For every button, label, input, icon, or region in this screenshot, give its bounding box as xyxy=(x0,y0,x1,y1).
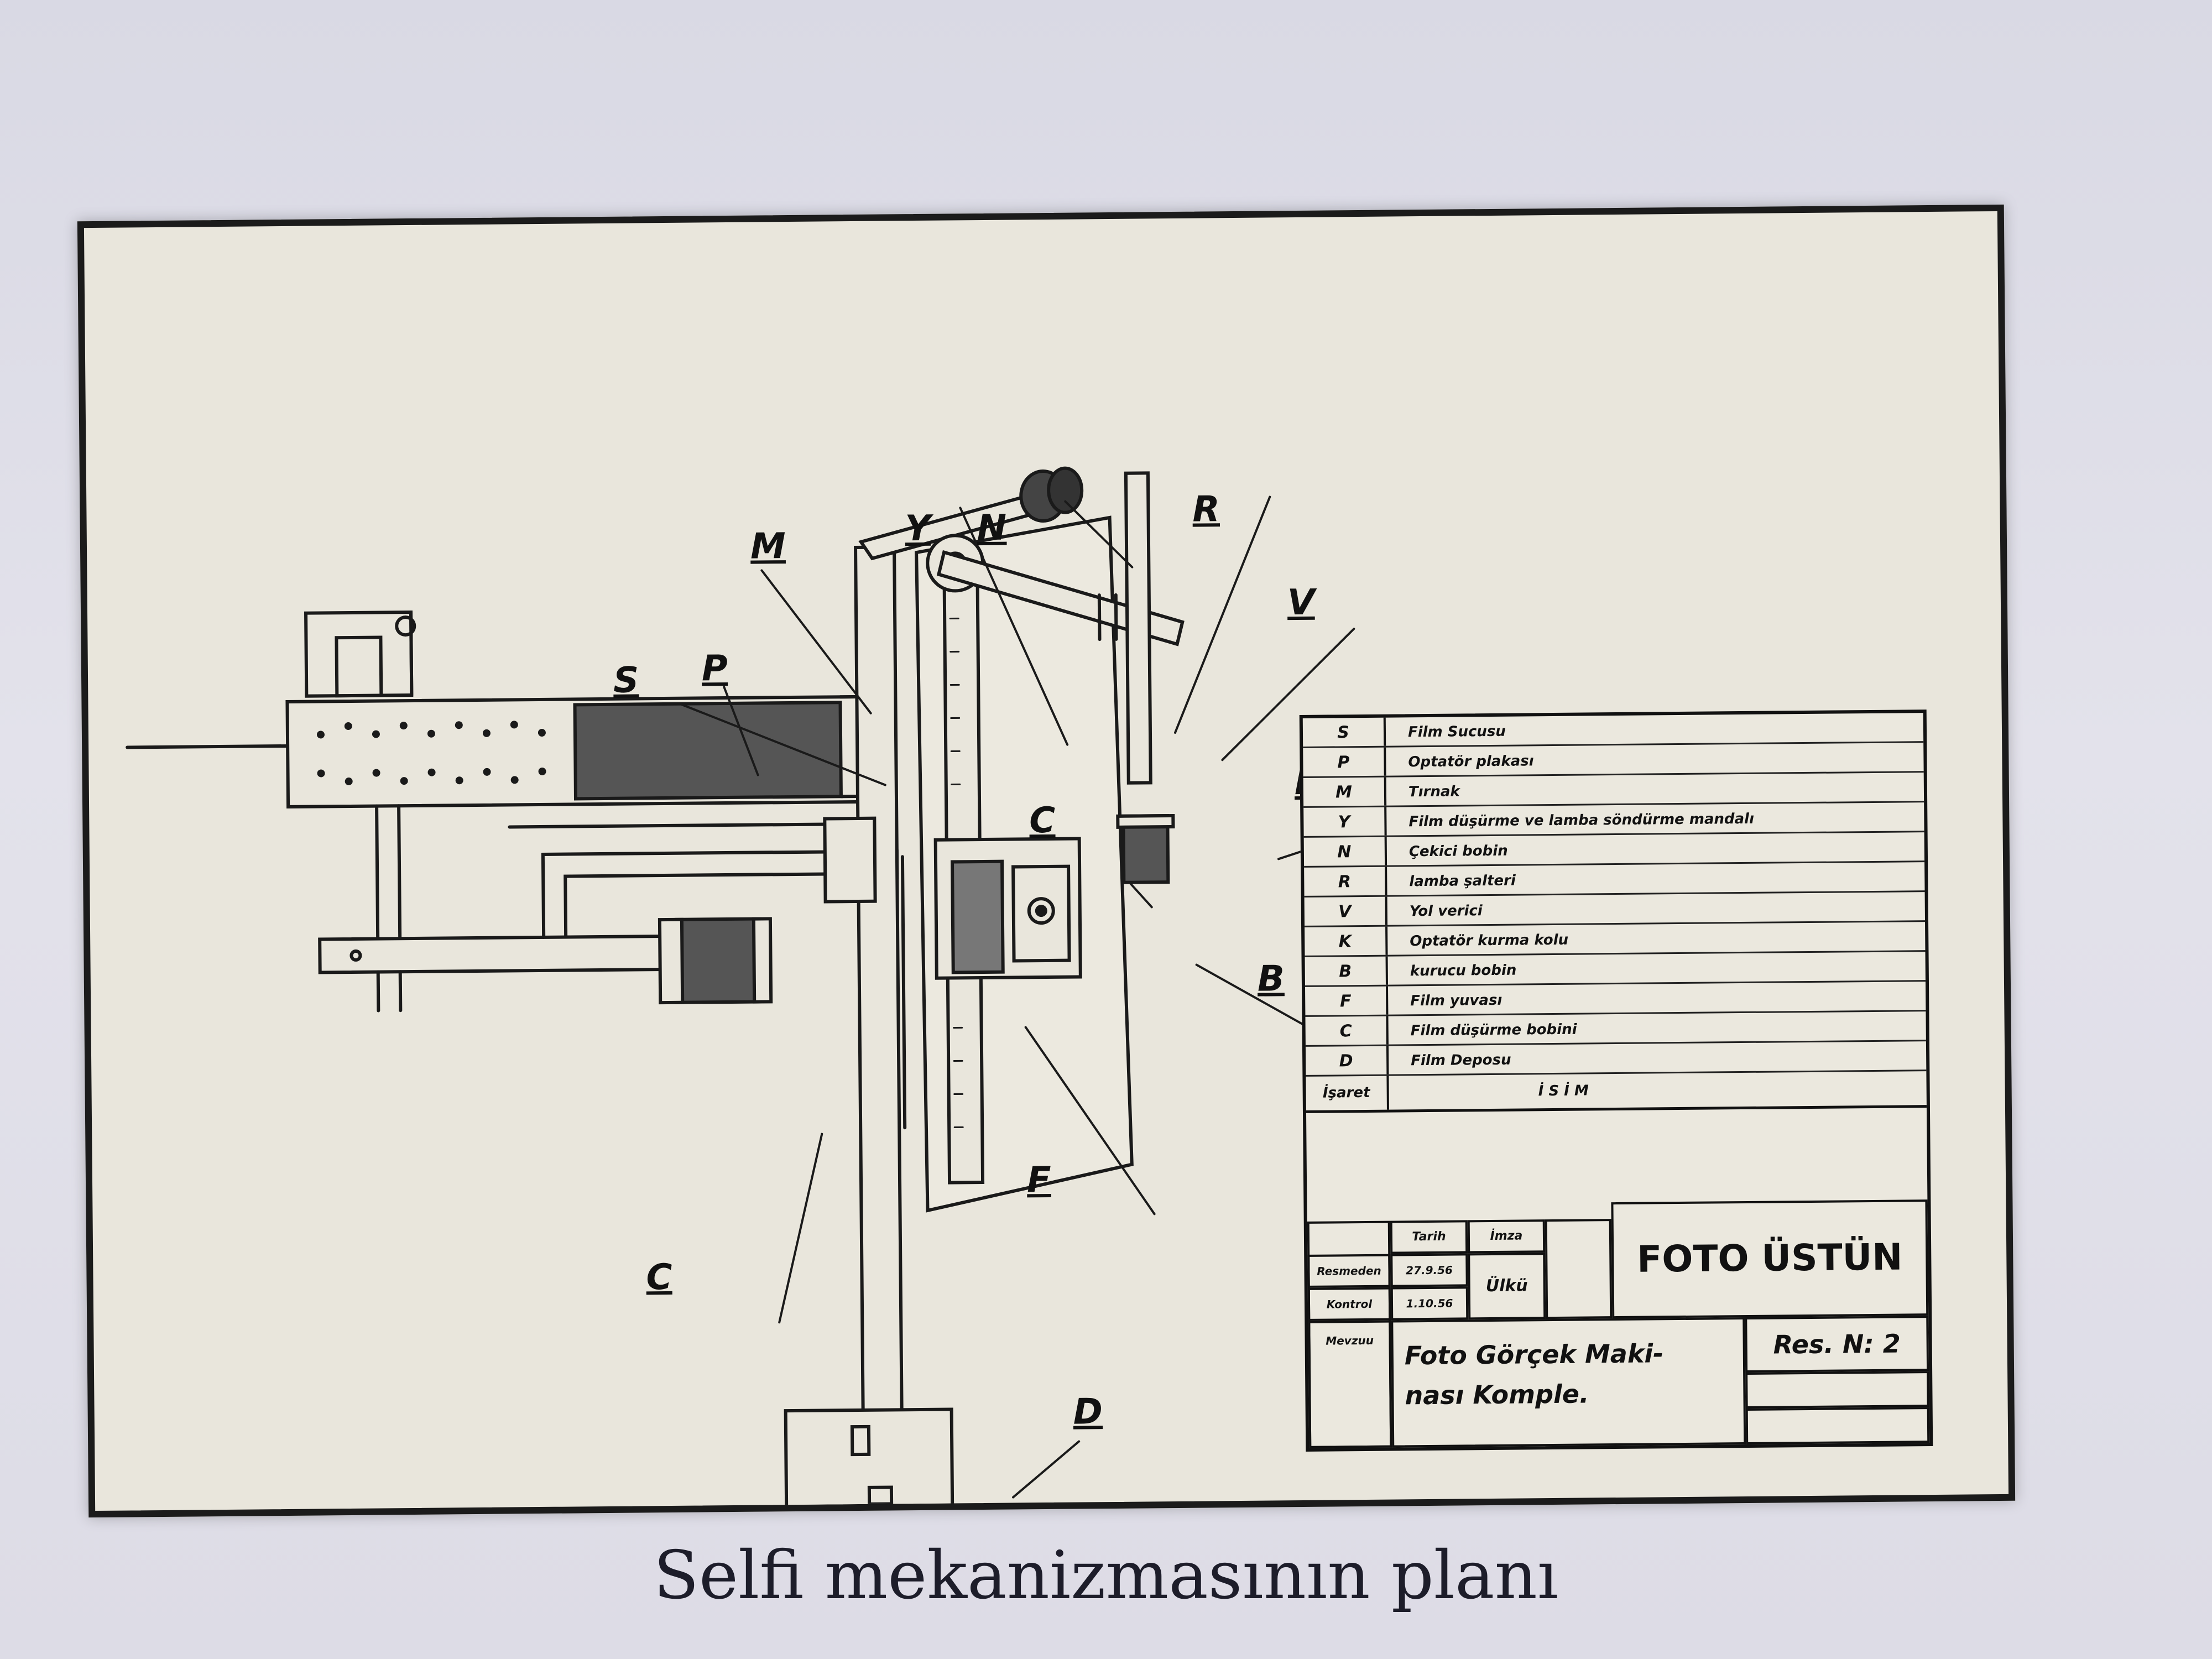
label-n: N xyxy=(977,507,1007,549)
tb-col-sign-text: İmza xyxy=(1490,1229,1523,1244)
tb-subject-label: Mevzuu xyxy=(1308,1320,1392,1448)
legend-row: V Yol verici xyxy=(1304,892,1926,927)
tb-drawing-no-text: Res. N: 2 xyxy=(1773,1328,1901,1360)
legend-desc: Optatör kurma kolu xyxy=(1410,931,1569,950)
legend-row: M Tırnak xyxy=(1303,773,1924,808)
legend-row: N Çekici bobin xyxy=(1303,832,1925,868)
drop-bobbin xyxy=(674,917,762,1004)
legend-row: D Film Deposu xyxy=(1305,1041,1927,1077)
tb-row-drawn: Resmeden xyxy=(1307,1254,1391,1288)
legend-desc: Film düşürme ve lamba söndürme mandalı xyxy=(1408,810,1755,831)
spring-coils xyxy=(316,721,546,786)
label-f: F xyxy=(1026,1159,1052,1201)
tb-subject: Foto Görçek Maki- nası Komple. xyxy=(1391,1317,1746,1448)
legend-code: V xyxy=(1304,896,1388,926)
legend-desc: Film düşürme bobini xyxy=(1410,1021,1577,1040)
label-s: S xyxy=(613,660,639,701)
legend-desc: Yol verici xyxy=(1409,902,1483,920)
legend-row: C Film düşürme bobini xyxy=(1305,1011,1926,1047)
tb-col-date: Tarih xyxy=(1390,1220,1468,1254)
tb-col-sign: İmza xyxy=(1467,1219,1546,1254)
label-c-top: C xyxy=(1029,800,1056,842)
legend-desc: Film yuvası xyxy=(1410,992,1503,1010)
legend-code: P xyxy=(1303,747,1386,776)
legend-code: N xyxy=(1303,837,1387,866)
mechanism-drawing xyxy=(126,466,1418,1511)
tb-date-drawn-text: 27.9.56 xyxy=(1405,1263,1453,1277)
tb-empty-2 xyxy=(1745,1407,1930,1444)
label-d: D xyxy=(1073,1391,1103,1433)
legend-desc: Film Sucusu xyxy=(1407,723,1506,741)
tb-signature-text: Ülkü xyxy=(1485,1276,1528,1296)
legend-header-desc: İ S İ M xyxy=(1538,1082,1589,1100)
legend-code: Y xyxy=(1303,807,1387,836)
tb-company: FOTO ÜSTÜN xyxy=(1611,1199,1929,1319)
legend-row: F Film yuvası xyxy=(1305,982,1926,1017)
figure-caption: Selfi mekanizmasının planı xyxy=(653,1537,1559,1614)
tb-signature: Ülkü xyxy=(1468,1253,1546,1320)
legend-code: M xyxy=(1303,777,1387,806)
input-rod xyxy=(126,744,295,749)
label-y: Y xyxy=(905,508,931,550)
tb-empty-1 xyxy=(1745,1371,1929,1409)
legend-code: C xyxy=(1305,1016,1389,1045)
tb-spacer xyxy=(1545,1219,1613,1319)
legend-code: F xyxy=(1305,986,1389,1015)
label-c: C xyxy=(646,1256,672,1298)
legend-row: K Optatör kurma kolu xyxy=(1305,922,1926,957)
tb-date-checked-text: 1.10.56 xyxy=(1406,1296,1453,1311)
legend-desc: kurucu bobin xyxy=(1410,962,1517,980)
label-p: P xyxy=(701,648,728,690)
label-b: B xyxy=(1257,958,1285,1000)
tb-drawing-no: Res. N: 2 xyxy=(1745,1316,1929,1373)
cocking-lever xyxy=(936,550,1185,646)
legend-code: S xyxy=(1302,717,1386,747)
legend-row: P Optatör plakası xyxy=(1303,743,1924,778)
tb-date-drawn: 27.9.56 xyxy=(1390,1253,1468,1287)
legend-desc: Film Deposu xyxy=(1411,1051,1511,1070)
legend-desc: lamba şalteri xyxy=(1409,872,1516,890)
legend-desc: Optatör plakası xyxy=(1408,753,1534,771)
tb-row-checked-text: Kontrol xyxy=(1326,1297,1373,1311)
legend-code: K xyxy=(1305,926,1388,956)
legend-desc: Tırnak xyxy=(1408,783,1460,801)
film-roll xyxy=(573,701,843,801)
legend-row: S Film Sucusu xyxy=(1302,713,1924,748)
tb-col-date-text: Tarih xyxy=(1412,1229,1446,1244)
pull-bobbin xyxy=(1019,466,1084,523)
legend-row: Y Film düşürme ve lamba söndürme mandalı xyxy=(1303,802,1924,838)
legend-code: B xyxy=(1305,956,1388,985)
legend-code: D xyxy=(1305,1046,1389,1075)
tb-date-checked: 1.10.56 xyxy=(1390,1286,1469,1321)
tb-row-drawn-text: Resmeden xyxy=(1317,1264,1381,1278)
main-column xyxy=(854,545,904,1434)
tb-subject-label-text: Mevzuu xyxy=(1326,1333,1374,1348)
tb-subject-text: Foto Görçek Maki- nası Komple. xyxy=(1404,1338,1664,1411)
legend-header-code: İşaret xyxy=(1306,1076,1389,1110)
label-v: V xyxy=(1287,582,1315,624)
legend-code: R xyxy=(1304,867,1387,896)
tb-row-checked: Kontrol xyxy=(1307,1287,1391,1321)
legend-header-row: İşaret İ S İ M xyxy=(1306,1071,1927,1113)
label-m: M xyxy=(750,526,786,567)
label-r: R xyxy=(1192,489,1220,530)
legend-desc: Çekici bobin xyxy=(1408,842,1508,860)
tb-company-text: FOTO ÜSTÜN xyxy=(1636,1235,1903,1281)
